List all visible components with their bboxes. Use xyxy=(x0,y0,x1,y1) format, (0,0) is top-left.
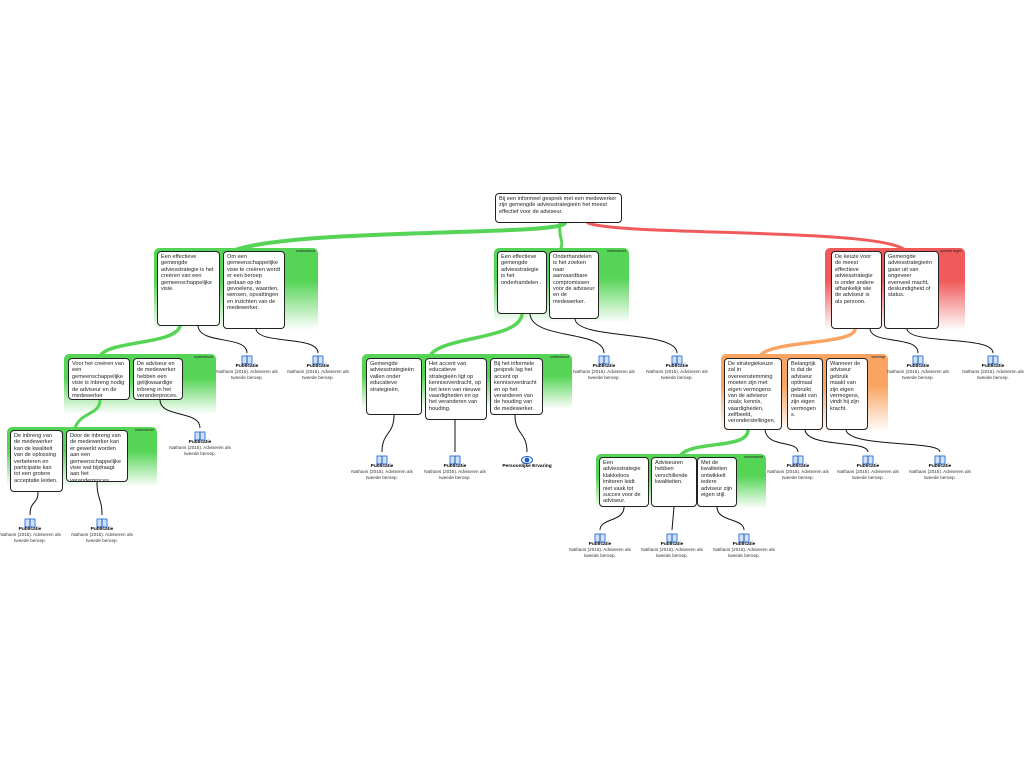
book-icon xyxy=(738,530,750,543)
claim-box[interactable]: Wanneer de adviseur gebruik maakt van zi… xyxy=(826,358,868,430)
book-icon xyxy=(598,352,610,365)
relation-label: ondersteunt xyxy=(194,355,213,359)
source-title: Publicatie xyxy=(18,527,42,532)
source-title: Publicatie xyxy=(732,542,756,547)
source-citation: Nathans (2015). Adviseren als tweede ber… xyxy=(962,369,1024,380)
claim-box[interactable]: De keuze voor de meest effectieve advies… xyxy=(831,251,882,329)
source-title: Publicatie xyxy=(660,542,684,547)
claim-box[interactable]: Bij het informele gesprek lag het accent… xyxy=(490,358,543,415)
book-icon xyxy=(862,452,874,465)
source-title: Publicatie xyxy=(90,527,114,532)
source-title: Persoonlijke Ervaring xyxy=(502,464,552,469)
source-title: Publicatie xyxy=(306,364,330,369)
source-title: Publicatie xyxy=(592,364,616,369)
book-icon xyxy=(912,352,924,365)
book-icon xyxy=(194,428,206,441)
claim-box[interactable]: De strategiekeuze zal in overeenstemming… xyxy=(724,358,782,430)
book-icon xyxy=(241,352,253,365)
source-title: Publicatie xyxy=(665,364,689,369)
source-citation: Nathans (2015). Adviseren als tweede ber… xyxy=(909,469,971,480)
claim-box[interactable]: Door de inbreng van de medewerker kan er… xyxy=(66,430,128,482)
source-citation: Nathans (2015). Adviseren als tweede ber… xyxy=(713,547,775,558)
claim-box[interactable]: Adviseuren hebben verschillende kwalitei… xyxy=(651,457,697,507)
eye-icon xyxy=(521,452,533,464)
source-citation: Nathans (2015). Adviseren als tweede ber… xyxy=(767,469,829,480)
source-personal-experience[interactable]: Persoonlijke Ervaring xyxy=(490,452,564,469)
relation-label: weerlegt xyxy=(871,355,885,359)
root-claim[interactable]: Bij een informeel gesprek met een medewe… xyxy=(495,193,622,223)
source-title: Publicatie xyxy=(928,464,952,469)
book-icon xyxy=(671,352,683,365)
claim-box[interactable]: De inbreng van de medewerker kan de kwal… xyxy=(10,430,63,492)
relation-label: ondersteunt xyxy=(550,355,569,359)
source-citation: Nathans (2015). Adviseren als tweede ber… xyxy=(71,532,133,543)
source-title: Publicatie xyxy=(786,464,810,469)
source-citation: Nathans (2015). Adviseren als tweede ber… xyxy=(351,469,413,480)
relation-label: ondersteunt xyxy=(296,249,315,253)
source-title: Publicatie xyxy=(906,364,930,369)
source-citation: Nathans (2015). Adviseren als tweede ber… xyxy=(646,369,708,380)
relation-label: ondersteunt xyxy=(607,249,626,253)
book-icon xyxy=(312,352,324,365)
claim-box[interactable]: Een effectieve gemengde adviesstrategie … xyxy=(497,251,547,314)
book-icon xyxy=(934,452,946,465)
source-citation: Nathans (2015). Adviseren als tweede ber… xyxy=(569,547,631,558)
claim-box[interactable]: Gemengde adviesstrategieën gaan uit van … xyxy=(884,251,939,329)
source-title: Publicatie xyxy=(981,364,1005,369)
source-title: Publicatie xyxy=(443,464,467,469)
relation-label: ondersteunt xyxy=(135,428,154,432)
book-icon xyxy=(987,352,999,365)
relation-label: ondersteunt xyxy=(744,455,763,459)
source-citation: Nathans (2015). Adviseren als tweede ber… xyxy=(837,469,899,480)
relation-label: spreekt tegen xyxy=(940,249,962,253)
book-icon xyxy=(666,530,678,543)
claim-box[interactable]: Om een gemeenschappelijke visie te creër… xyxy=(223,251,285,329)
source-citation: Nathans (2015). Adviseren als tweede ber… xyxy=(887,369,949,380)
claim-box[interactable]: Voor het creëren van een gemeenschappeli… xyxy=(68,358,130,400)
source-citation: Nathans (2015). Adviseren als tweede ber… xyxy=(169,445,231,456)
claim-box[interactable]: Belangrijk is dat de adviseur optimaal g… xyxy=(787,358,823,430)
claim-box[interactable]: Een effectieve gemengde adviesstrategie … xyxy=(157,251,220,326)
book-icon xyxy=(376,452,388,465)
source-citation: Nathans (2015). Adviseren als tweede ber… xyxy=(287,369,349,380)
claim-box[interactable]: Onderhandelen is het zoeken naar aanvaar… xyxy=(549,251,599,319)
book-icon xyxy=(24,515,36,528)
source-citation: Nathans (2015). Adviseren als tweede ber… xyxy=(0,532,61,543)
source-citation: Nathans (2015). Adviseren als tweede ber… xyxy=(216,369,278,380)
claim-box[interactable]: Het accent van educatieve strategieën li… xyxy=(425,358,487,420)
claim-box[interactable]: Met de kwaliteiten ontwikkelt iedere adv… xyxy=(697,457,737,507)
book-icon xyxy=(96,515,108,528)
book-icon xyxy=(449,452,461,465)
source-title: Publicatie xyxy=(188,440,212,445)
claim-box[interactable]: Gemengde adviesstrategieën vallen onder … xyxy=(366,358,422,415)
book-icon xyxy=(792,452,804,465)
source-title: Publicatie xyxy=(370,464,394,469)
source-citation: Nathans (2015). Adviseren als tweede ber… xyxy=(424,469,486,480)
source-citation: Nathans (2015). Adviseren als tweede ber… xyxy=(573,369,635,380)
source-title: Publicatie xyxy=(588,542,612,547)
claim-box[interactable]: De adviseur en de medewerker hebben een … xyxy=(133,358,183,400)
source-citation: Nathans (2015). Adviseren als tweede ber… xyxy=(641,547,703,558)
book-icon xyxy=(594,530,606,543)
source-title: Publicatie xyxy=(856,464,880,469)
claim-box[interactable]: Een adviesstrategie klakkeloos imiteren … xyxy=(599,457,649,507)
source-title: Publicatie xyxy=(235,364,259,369)
